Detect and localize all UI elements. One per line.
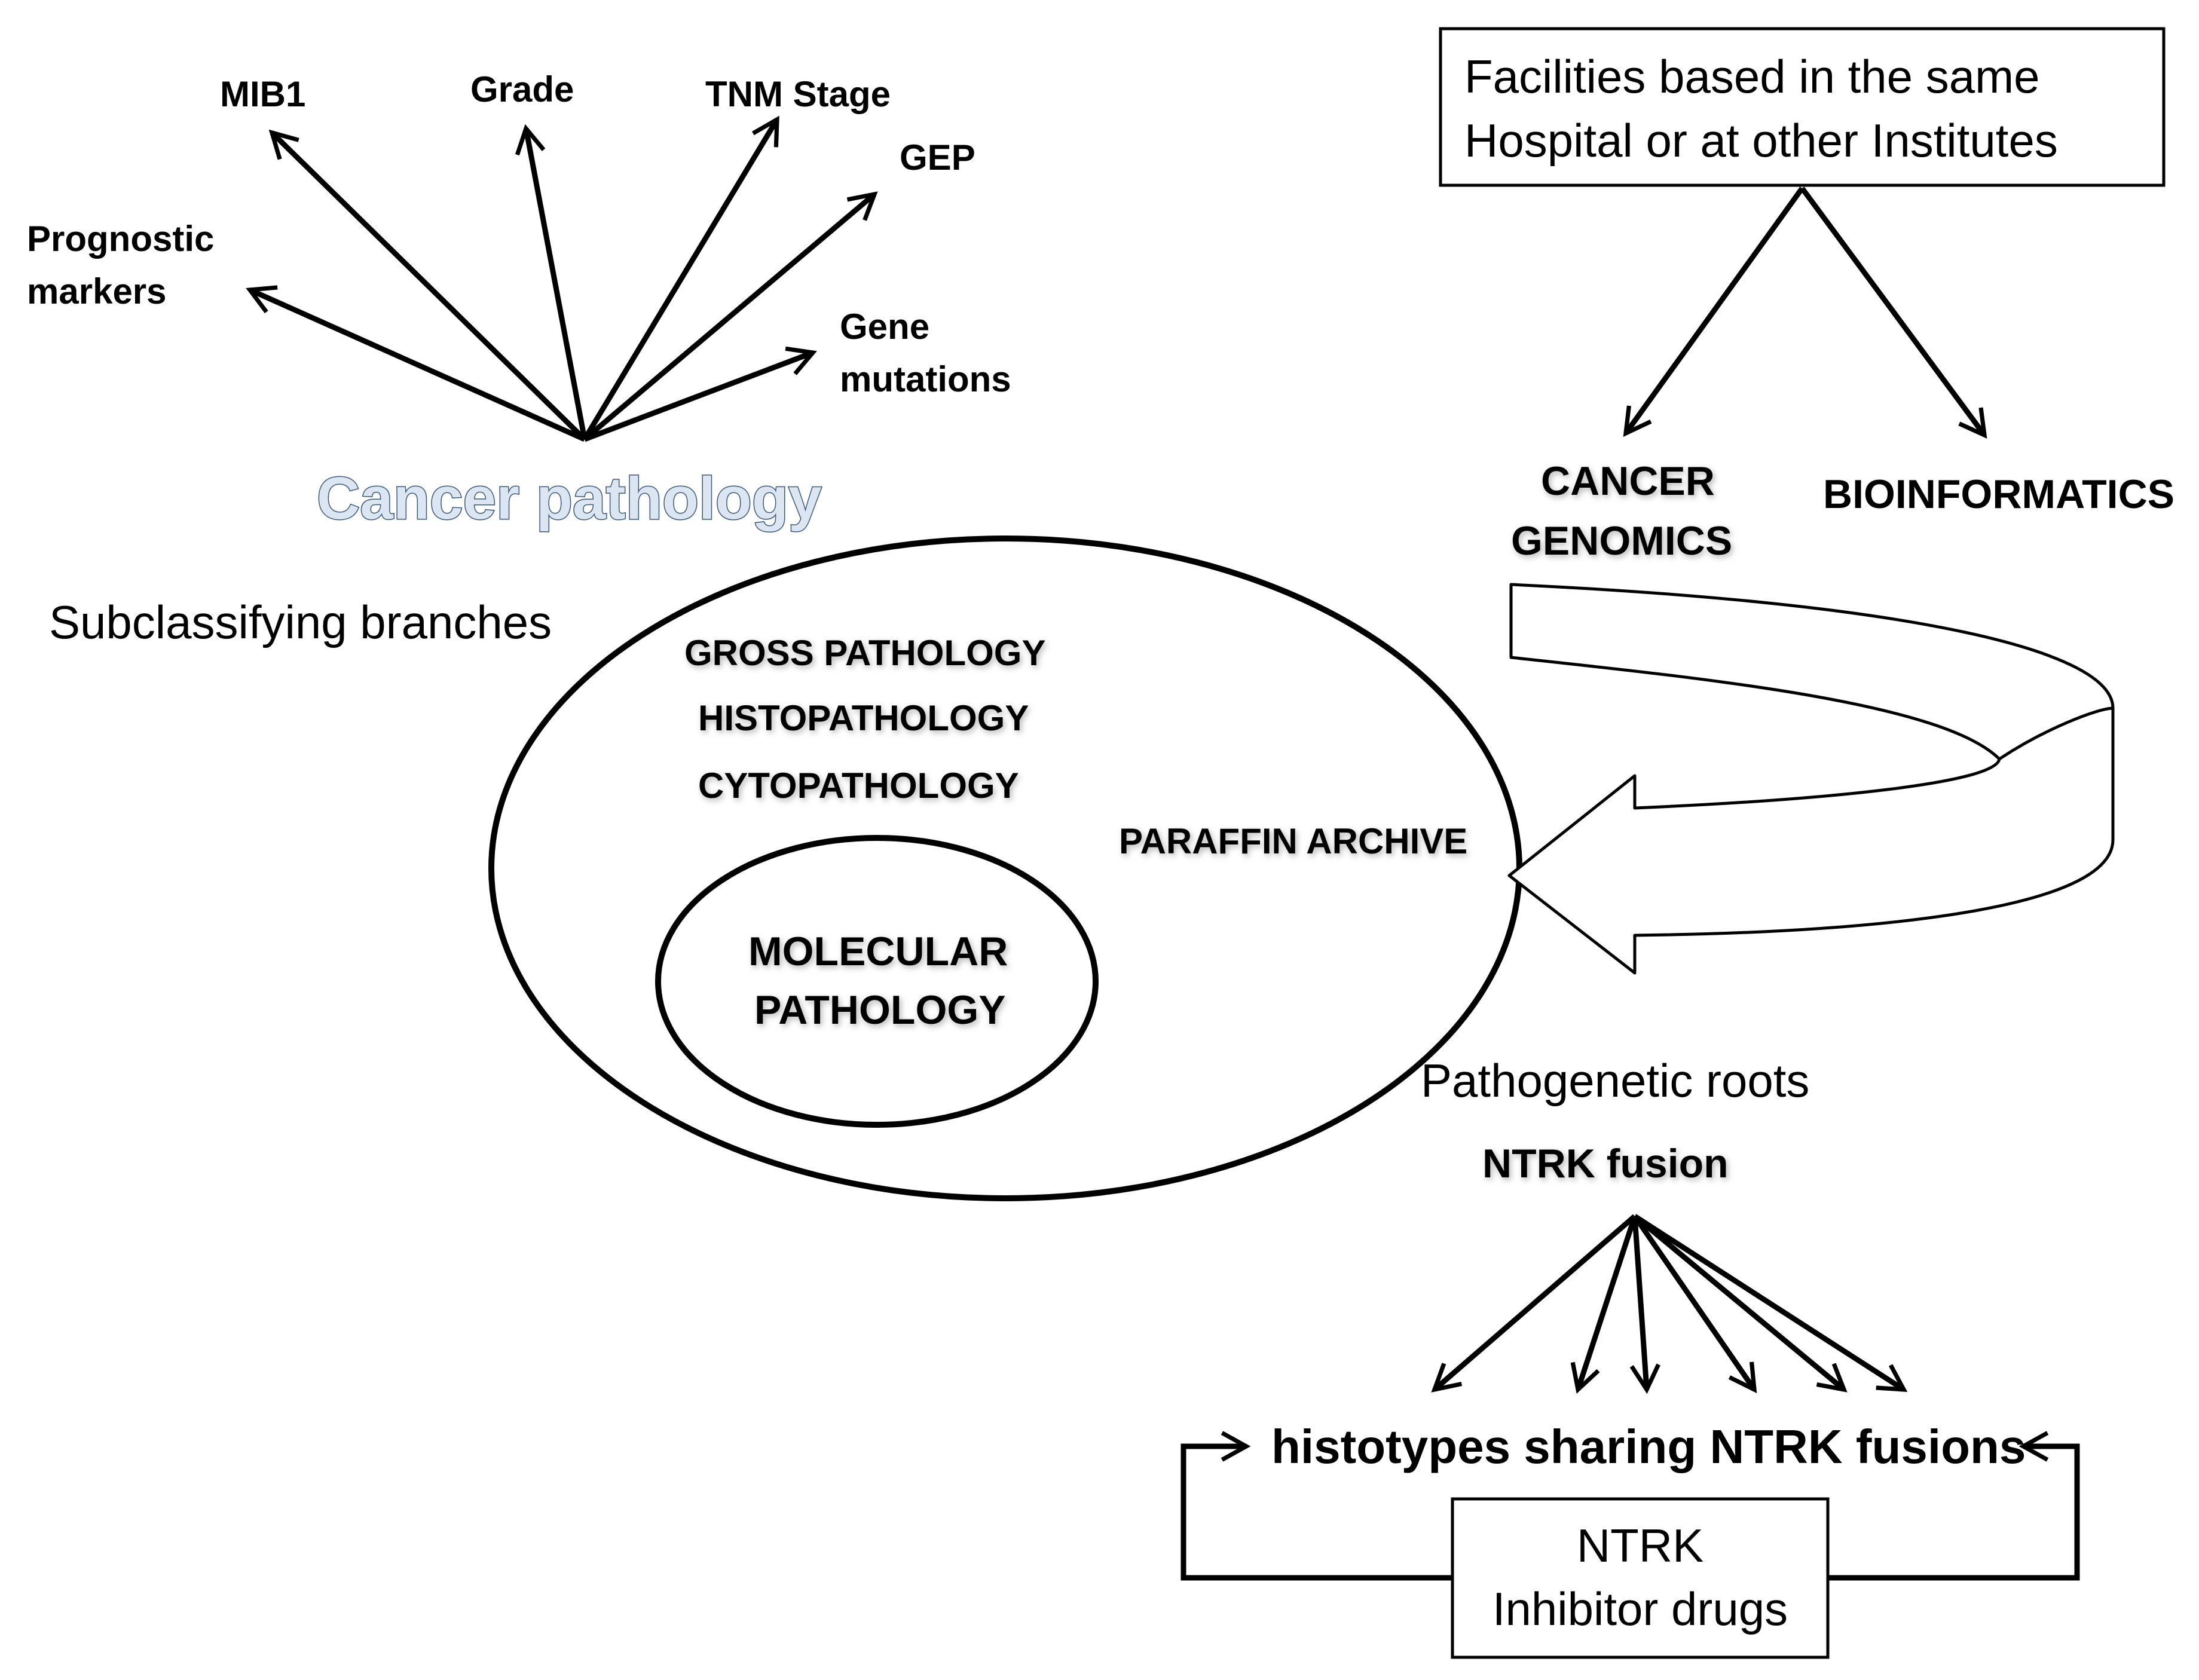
facilities-line-1: Facilities based in the same [1464,50,2039,103]
ntrk-inhibitor-box [1451,1497,1830,1659]
arrow-to-tnm [582,115,779,441]
label-mutations: mutations [840,359,1011,399]
pathology-branch-arrows [246,115,878,442]
arrow-to-prognostic [246,285,586,442]
ntrk-arrow-2 [1570,1215,1638,1394]
arrow-to-mib1 [268,129,587,442]
label-genomics: GENOMICS [1511,518,1732,564]
ntrk-arrow-4 [1632,1214,1757,1394]
label-bioinformatics: BIOINFORMATICS [1823,472,2174,517]
ntrk-arrow-3 [1629,1216,1660,1394]
label-prognostic: Prognostic [27,219,214,259]
arrow-to-bioinformatics [1800,186,1987,439]
label-histopathology: HISTOPATHOLOGY [698,698,1029,738]
cancer-pathology-title: Cancer pathology [317,465,822,532]
pathogenetic-roots-label: Pathogenetic roots [1421,1054,1809,1107]
arrow-to-gep [583,191,878,442]
label-molecular: MOLECULAR [748,929,1008,974]
drugs-line-1: NTRK [1577,1519,1703,1572]
subclassifying-branches-label: Subclassifying branches [49,596,552,648]
arrow-to-cancer-genomics [1623,186,1805,437]
ntrk-fusion-arrows [1431,1214,1908,1394]
label-tnm-stage: TNM Stage [705,74,891,114]
label-gene: Gene [840,307,929,347]
histotypes-label: histotypes sharing NTRK fusions [1271,1420,2026,1473]
loop-left [1180,1431,1452,1581]
drugs-line-2: Inhibitor drugs [1492,1583,1788,1635]
facilities-box [1439,27,2166,187]
label-pathology: PATHOLOGY [754,987,1006,1033]
ntrk-fusion-label: NTRK fusion [1482,1141,1729,1186]
label-grade: Grade [470,69,574,109]
facilities-line-2: Hospital or at other Institutes [1464,114,2058,167]
label-gep: GEP [900,137,975,178]
ntrk-arrow-1 [1431,1214,1637,1393]
ntrk-arrow-6 [1633,1214,1908,1393]
molecular-pathology-ellipse [655,835,1099,1128]
label-mib1: MIB1 [220,74,305,114]
label-gross-pathology: GROSS PATHOLOGY [684,633,1045,673]
arrow-to-gene-mutations [583,346,817,442]
ntrk-arrow-5 [1633,1214,1848,1393]
label-markers: markers [27,271,167,311]
label-cancer: CANCER [1541,458,1715,504]
label-cytopathology: CYTOPATHOLOGY [698,766,1019,806]
loop-right [1828,1431,2080,1581]
curved-feedback-arrow [1507,583,2115,975]
curved-arrow-fold [1998,706,2114,761]
arrow-to-grade [515,124,588,440]
label-paraffin-archive: PARAFFIN ARCHIVE [1119,821,1467,861]
curved-arrow-body [1507,583,2115,975]
